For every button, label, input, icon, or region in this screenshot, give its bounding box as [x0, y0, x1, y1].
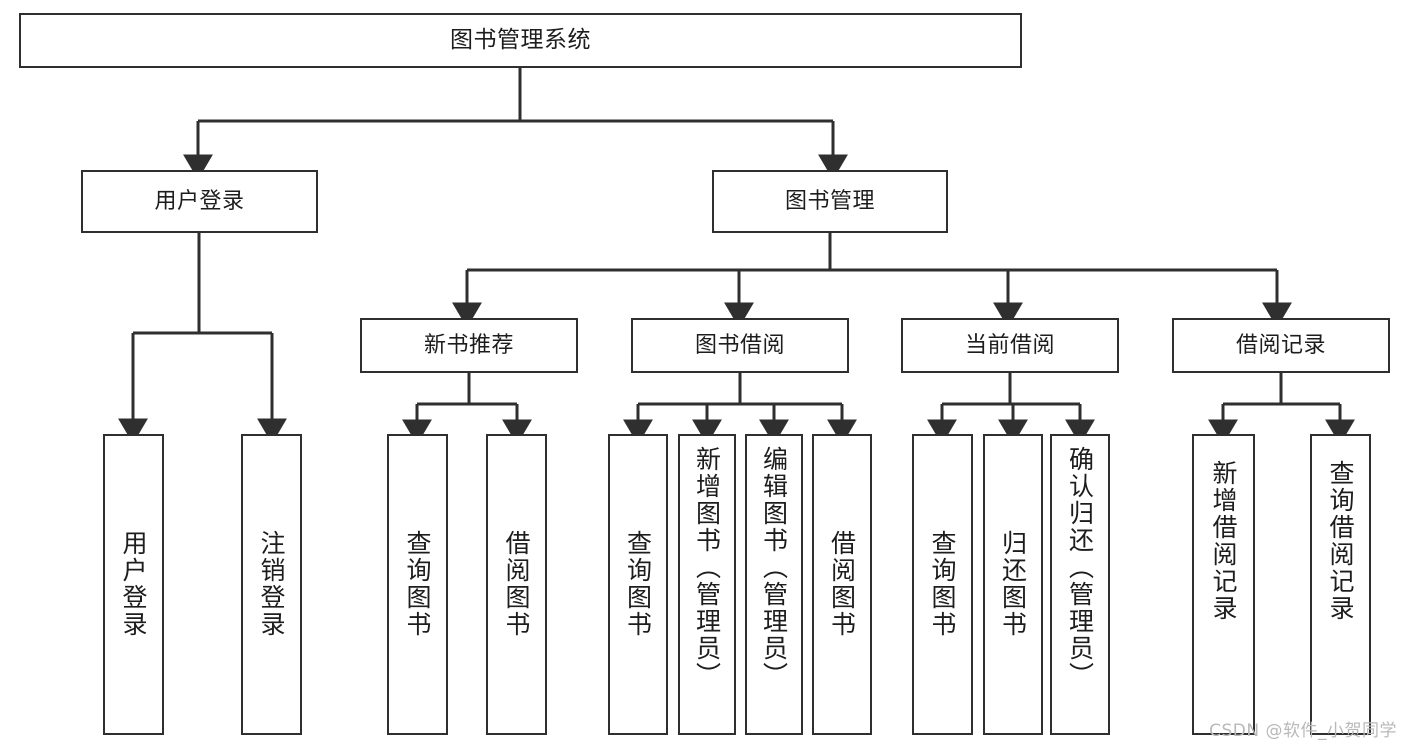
leaf-label: 注销登录 [257, 530, 286, 638]
leaf-label: 用户登录 [119, 530, 148, 638]
leaf-label: 查询图书 [403, 530, 432, 638]
leaf-query-book-c[interactable]: 查询图书 [912, 434, 973, 735]
leaf-borrow-book-b[interactable]: 借阅图书 [812, 434, 872, 735]
leaf-edit-book[interactable]: 编辑图书（管理员） [745, 434, 803, 735]
leaf-return-book[interactable]: 归还图书 [983, 434, 1043, 735]
node-root-label: 图书管理系统 [450, 26, 591, 53]
node-new-book-recommend[interactable]: 新书推荐 [360, 318, 578, 373]
leaf-confirm-return[interactable]: 确认归还（管理员） [1050, 434, 1110, 735]
node-user-login[interactable]: 用户登录 [81, 170, 318, 233]
leaf-user-login[interactable]: 用户登录 [103, 434, 164, 735]
node-book-borrow-label: 图书借阅 [694, 332, 785, 358]
node-new-book-recommend-label: 新书推荐 [423, 332, 514, 358]
leaf-query-record[interactable]: 查询借阅记录 [1310, 434, 1371, 735]
leaf-label: 归还图书 [998, 530, 1028, 638]
node-borrow-record[interactable]: 借阅记录 [1172, 318, 1390, 373]
node-book-borrow[interactable]: 图书借阅 [631, 318, 849, 373]
node-current-borrow[interactable]: 当前借阅 [901, 318, 1119, 373]
leaf-label: 新增借阅记录 [1209, 460, 1238, 622]
node-book-manage[interactable]: 图书管理 [712, 170, 948, 233]
leaf-label: 借阅图书 [827, 530, 857, 638]
node-user-login-label: 用户登录 [154, 188, 245, 214]
node-borrow-record-label: 借阅记录 [1235, 332, 1326, 358]
leaf-add-record[interactable]: 新增借阅记录 [1192, 434, 1255, 735]
leaf-query-book-rec[interactable]: 查询图书 [387, 434, 448, 735]
leaf-logout[interactable]: 注销登录 [241, 434, 302, 735]
leaf-borrow-book-rec[interactable]: 借阅图书 [486, 434, 547, 735]
node-book-manage-label: 图书管理 [784, 188, 875, 214]
leaf-label: 新增图书（管理员） [692, 446, 722, 689]
leaf-label: 查询图书 [928, 530, 957, 638]
leaf-label: 确认归还（管理员） [1065, 446, 1095, 689]
node-current-borrow-label: 当前借阅 [964, 332, 1055, 358]
node-root-system[interactable]: 图书管理系统 [19, 13, 1022, 68]
csdn-watermark: CSDN @软件_小贺同学 [1209, 721, 1397, 741]
leaf-label: 借阅图书 [502, 530, 531, 638]
leaf-label: 查询借阅记录 [1326, 460, 1355, 622]
leaf-label: 编辑图书（管理员） [759, 446, 789, 689]
leaf-add-book[interactable]: 新增图书（管理员） [678, 434, 736, 735]
leaf-query-book-b[interactable]: 查询图书 [608, 434, 668, 735]
leaf-label: 查询图书 [623, 530, 653, 638]
